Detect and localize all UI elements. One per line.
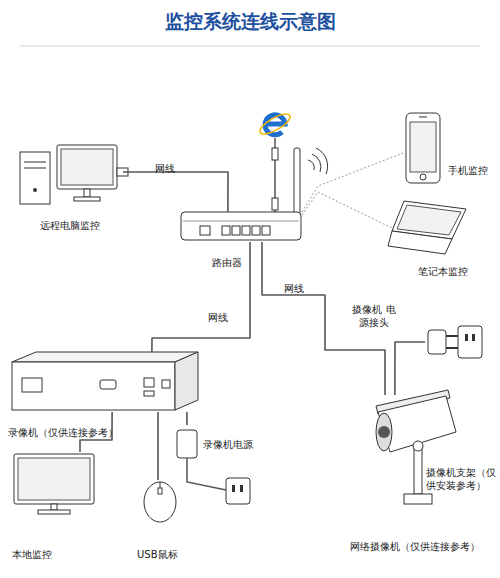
monitor-base <box>74 197 100 201</box>
device-node: 笔记本监控 <box>392 200 467 256</box>
outlet-hole <box>472 334 475 341</box>
device-label: 摄像机 电源接头 <box>348 303 400 329</box>
edge-label: 网线 <box>155 162 175 175</box>
router-antenna <box>294 148 300 214</box>
device-node: 录像机电源 <box>176 425 198 460</box>
monitor-base <box>38 510 70 514</box>
outlet-hole <box>465 334 468 341</box>
device-label: 路由器 <box>212 256 242 269</box>
router-port <box>232 226 240 235</box>
camera-lens <box>378 426 390 438</box>
pc-monitor <box>57 145 117 189</box>
nvr-front <box>12 362 175 410</box>
router-port <box>242 226 250 235</box>
device-label: 录像机（仅供连接参考） <box>8 426 118 439</box>
router-edge <box>183 221 299 222</box>
power-adapter <box>428 330 446 354</box>
power-cord <box>187 458 226 490</box>
local-monitor <box>14 454 94 504</box>
wall-outlet <box>458 326 482 358</box>
wifi-wave <box>316 148 328 174</box>
internet-orbit <box>257 110 292 137</box>
router-port <box>252 226 260 235</box>
monitor-screen <box>18 458 90 500</box>
device-label: 录像机电源 <box>203 438 253 451</box>
device-label: 远程电脑监控 <box>40 219 100 232</box>
laptop-base <box>388 231 452 254</box>
wifi-wave <box>308 160 314 170</box>
network-cable <box>152 242 250 352</box>
usb-port <box>144 391 154 396</box>
device-node: USB鼠标 <box>140 480 180 520</box>
network-cable <box>157 412 159 480</box>
drive-bay <box>24 162 46 163</box>
mouse-body <box>144 482 176 522</box>
lan-port <box>144 378 154 387</box>
phone-button <box>420 174 426 180</box>
phone-screen <box>410 122 436 172</box>
router-body <box>181 212 301 240</box>
vga-port <box>100 380 116 389</box>
power-adapter <box>177 430 197 458</box>
power-switch <box>162 380 170 388</box>
edge-label: 网线 <box>208 311 228 324</box>
cable-plug <box>272 148 278 160</box>
diagram-title: 监控系统连线示意图 <box>0 8 500 34</box>
device-label: 网络摄像机（仅供连接参考） <box>350 540 480 553</box>
device-node: 手机监控 <box>405 112 441 184</box>
wireless-link <box>302 152 405 212</box>
edge-label: 网线 <box>284 282 304 295</box>
network-cable <box>186 412 188 425</box>
router-port <box>262 226 270 235</box>
plug-prong <box>446 335 458 337</box>
wireless-link <box>302 192 392 228</box>
plug-prong <box>446 347 458 349</box>
phone-speaker <box>419 117 427 118</box>
title-rule <box>20 46 480 47</box>
device-node: 远程电脑监控 <box>18 145 123 207</box>
device-node: 网络摄像机（仅供连接参考） <box>372 395 457 510</box>
pc-tower <box>20 152 50 204</box>
camera-bracket <box>414 446 422 494</box>
device-label: 笔记本监控 <box>418 265 468 278</box>
router-port <box>222 226 230 235</box>
nvr-grille <box>22 378 42 392</box>
monitor-stand <box>51 504 57 510</box>
wall-outlet <box>226 478 250 504</box>
device-label: USB鼠标 <box>137 548 178 561</box>
outlet-hole <box>240 485 243 492</box>
outlet-hole <box>232 485 235 492</box>
camera-lens-ring <box>376 413 392 451</box>
router-port <box>200 226 210 235</box>
device-label: 手机监控 <box>448 164 488 177</box>
network-cable <box>123 172 228 212</box>
nvr-side <box>175 352 198 410</box>
monitor-stand <box>84 189 90 197</box>
drive-bay <box>24 168 46 169</box>
power-button <box>33 188 37 192</box>
cable-plug <box>272 198 278 210</box>
monitor-screen <box>61 149 113 185</box>
network-cable <box>395 342 425 395</box>
mouse-wheel <box>158 488 162 494</box>
device-node: 本地监控 <box>12 452 97 512</box>
device-node: 摄像机 电源接头 <box>425 325 460 360</box>
nvr-top <box>12 352 198 362</box>
laptop-screen <box>397 205 461 235</box>
device-node: 录像机（仅供连接参考） <box>10 352 198 412</box>
bracket-joint <box>413 441 423 451</box>
device-node: 路由器 <box>180 212 302 242</box>
bracket-base <box>404 494 432 504</box>
phone-body <box>406 113 440 183</box>
part-label: 摄像机支架（仅供安装参考） <box>426 466 498 492</box>
device-label: 本地监控 <box>12 548 52 561</box>
wifi-wave <box>312 154 321 172</box>
